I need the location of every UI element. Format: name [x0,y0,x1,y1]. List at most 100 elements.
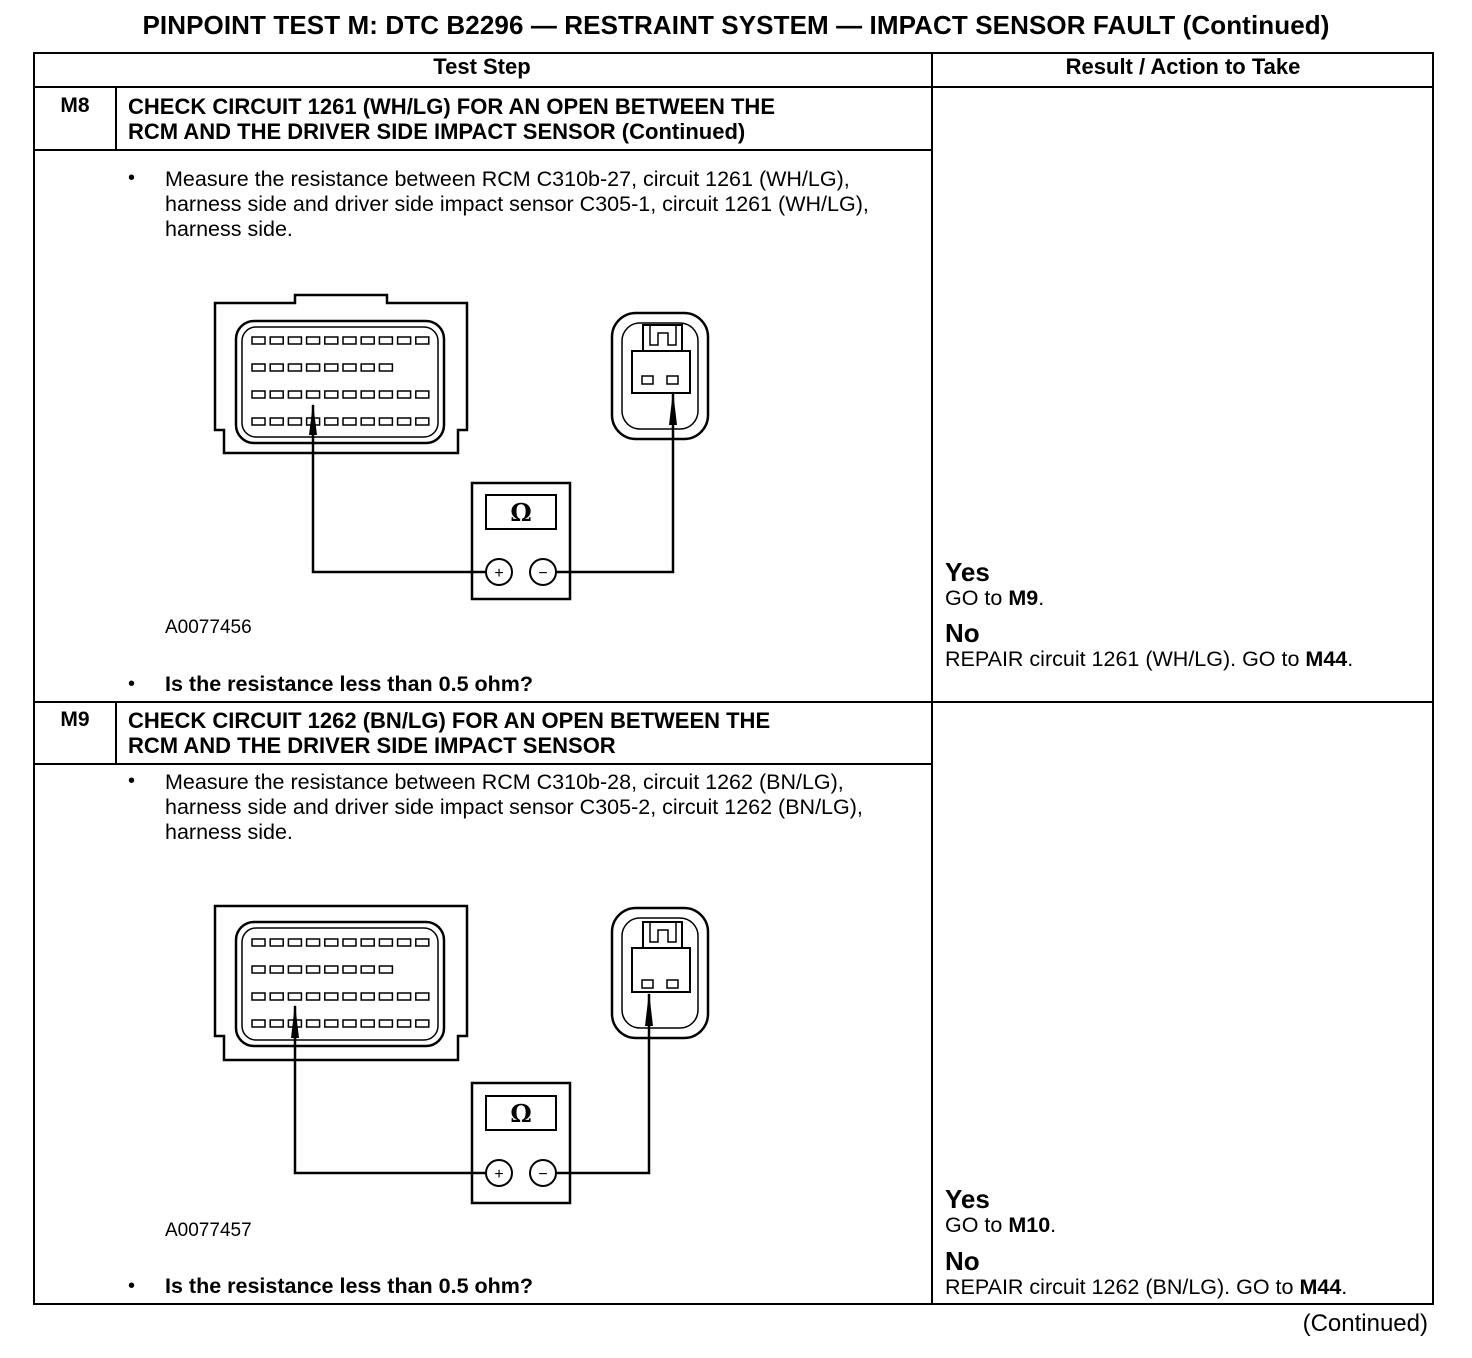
result-yes-label: Yes [945,557,990,587]
connector-pin [342,363,357,372]
connector-pin [415,1019,430,1028]
ohmmeter-body [470,481,572,601]
step-id-m8: M8 [60,94,90,117]
bullet: • [128,673,136,695]
connector-pin [324,336,339,345]
minus-terminal: − [538,1166,547,1183]
page-title: PINPOINT TEST M: DTC B2296 — RESTRAINT S… [142,10,1330,40]
connector-pin [305,965,321,974]
connector-pin [324,965,339,974]
result-yes-label: Yes [945,1184,990,1214]
ohm-symbol: Ω [510,498,531,527]
connector-pin [415,336,430,345]
connector-pin [360,965,375,974]
connector-pin [396,390,412,399]
ohm-symbol: Ω [510,1099,531,1128]
result-no-label: No [945,618,980,648]
rcm-connector-housing [213,904,469,1062]
connector-pin [305,992,321,1001]
column-divider [931,52,933,1305]
step-title-divider [33,763,933,765]
connector-pin [378,938,394,947]
bullet: • [128,770,136,792]
step-id-divider [115,701,117,765]
connector-pin [251,1019,266,1028]
continued-note: (Continued) [1302,1310,1428,1337]
connector-pin [360,363,375,372]
connector-pin [324,417,339,426]
plus-terminal: + [494,1166,503,1183]
rcm-connector-housing [213,293,469,455]
connector-pin [269,390,284,399]
question-m8: Is the resistance less than 0.5 ohm? [165,672,534,696]
step-title-line: CHECK CIRCUIT 1261 (WH/LG) FOR AN OPEN B… [128,94,775,119]
result-no-text: REPAIR circuit 1262 (BN/LG). GO to M44. [945,1275,1348,1299]
connector-pin [342,417,357,426]
header-result: Result / Action to Take [1065,54,1301,79]
connector-pin [378,390,394,399]
connector-pin [251,417,266,426]
connector-pin [415,390,430,399]
connector-pin [287,417,303,426]
connector-pin [360,1019,375,1028]
step-title-line: RCM AND THE DRIVER SIDE IMPACT SENSOR (C… [128,119,746,144]
connector-pin [305,390,321,399]
connector-pin [342,965,357,974]
connector-pin [305,336,321,345]
step-title-divider [33,149,933,151]
connector-pin [360,992,375,1001]
step-row-divider [33,701,1434,703]
connector-pin [360,938,375,947]
ohmmeter-body [470,1081,572,1205]
sensor-connector-housing [610,906,710,1040]
connector-pin [251,363,266,372]
connector-pin [396,1019,412,1028]
connector-pin [287,965,303,974]
result-yes-text: GO to M10. [945,1213,1057,1237]
question-m9: Is the resistance less than 0.5 ohm? [165,1274,534,1298]
result-no-label: No [945,1246,980,1276]
minus-terminal: − [538,565,547,582]
plus-terminal: + [494,565,503,582]
connector-pin [305,938,321,947]
step-title-m9: CHECK CIRCUIT 1262 (BN/LG) FOR AN OPEN B… [128,708,918,758]
connector-pin [378,992,394,1001]
step-id-m9: M9 [60,708,90,731]
wiring-diagram-m8: Ω + − [213,293,710,601]
connector-pin [378,1019,394,1028]
connector-pin [360,390,375,399]
step-title-line: RCM AND THE DRIVER SIDE IMPACT SENSOR [128,733,616,758]
sensor-connector-housing [610,311,710,441]
instruction-m9: Measure the resistance between RCM C310b… [165,770,863,844]
connector-pin [342,390,357,399]
header-test-step: Test Step [433,54,531,79]
connector-pin [287,938,303,947]
instruction-m8: Measure the resistance between RCM C310b… [165,167,869,241]
connector-pin [251,336,266,345]
connector-pin [415,417,430,426]
connector-pin [342,938,357,947]
connector-pin [287,1019,303,1028]
connector-pin [360,417,375,426]
connector-pin [287,390,303,399]
header-row-divider [33,86,1434,88]
connector-pin [324,992,339,1001]
connector-pin [287,363,303,372]
connector-pin [324,938,339,947]
step-title-m8: CHECK CIRCUIT 1261 (WH/LG) FOR AN OPEN B… [128,94,918,144]
connector-pin [305,1019,321,1028]
connector-pin [251,965,266,974]
bullet: • [128,1275,136,1297]
result-yes-text: GO to M9. [945,586,1045,610]
connector-pin [269,1019,284,1028]
pinpoint-test-table [33,52,1434,1305]
connector-pin [396,417,412,426]
connector-pin [396,938,412,947]
wiring-diagram-m9: Ω + − [213,904,710,1205]
connector-pin [324,363,339,372]
result-no-text: REPAIR circuit 1261 (WH/LG). GO to M44. [945,647,1354,671]
connector-pin [378,363,394,372]
connector-pin [415,992,430,1001]
connector-pin [396,992,412,1001]
step-id-divider [115,86,117,151]
